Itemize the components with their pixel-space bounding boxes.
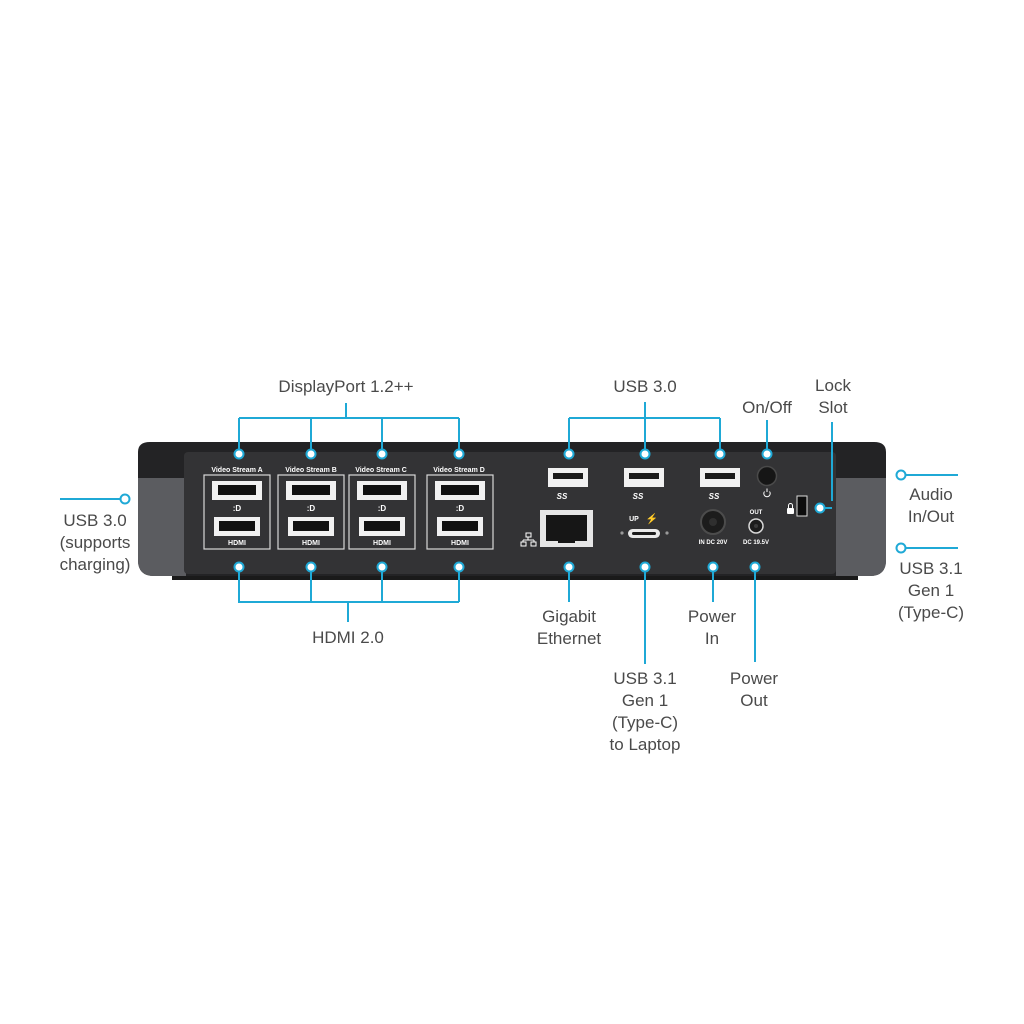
usb-c-laptop-port-group: UP ⚡: [620, 512, 669, 538]
usb-a-port-inner: [629, 473, 659, 479]
usb-a-port-inner: [705, 473, 735, 479]
power-button[interactable]: [756, 465, 778, 487]
usb-a-port-inner: [553, 473, 583, 479]
displayport-icon: :D: [456, 504, 465, 513]
hdmi-port-inner: [293, 521, 329, 531]
video-stream-a: Video Stream A :D HDMI: [203, 467, 271, 550]
hdmi-tag: HDMI: [228, 540, 246, 547]
thunderbolt-icon: ⚡: [646, 512, 658, 525]
lock-icon: [787, 503, 794, 514]
hdmi-port-inner: [442, 521, 478, 531]
power-in-port-group: IN DC 20V: [699, 509, 728, 546]
usb-ss-icon: SS: [709, 492, 720, 501]
displayport-port-inner: [218, 485, 256, 495]
hdmi-port-inner: [219, 521, 255, 531]
displayport-icon: :D: [307, 504, 316, 513]
displayport-label: DisplayPort 1.2++: [278, 377, 414, 396]
onoff-label: On/Off: [742, 398, 792, 417]
stream-label-c: Video Stream C: [355, 467, 407, 474]
ethernet-port-group: [520, 510, 593, 547]
lockslot-label: Lock Slot: [815, 376, 851, 417]
stream-frame: [426, 474, 494, 550]
displayport-icon: :D: [233, 504, 242, 513]
stream-label-a: Video Stream A: [211, 467, 262, 474]
hdmi-tag: HDMI: [451, 540, 469, 547]
power-out-label: Power Out: [729, 669, 779, 710]
usb-ss-icon: SS: [633, 492, 644, 501]
in-dc-label: IN DC 20V: [699, 540, 728, 546]
network-icon: [520, 532, 537, 547]
power-in-label: Power In: [687, 607, 737, 648]
stream-frame: [348, 474, 416, 550]
dock-back-panel: [184, 452, 836, 574]
hdmi-tag: HDMI: [302, 540, 320, 547]
usb30-ports: SS SS SS: [548, 468, 740, 501]
usb31-laptop-label: USB 3.1 Gen 1 (Type-C) to Laptop: [609, 669, 681, 754]
power-in-pin: [709, 518, 717, 526]
ethernet-port-inner: [546, 515, 587, 541]
usb-ss-icon: SS: [557, 492, 568, 501]
stream-frame: [277, 474, 345, 550]
video-stream-d: Video Stream D :D HDMI: [426, 467, 494, 550]
displayport-icon: :D: [378, 504, 387, 513]
callout-lines: [60, 402, 958, 664]
dock-side-right: [836, 478, 886, 576]
ethernet-port-tab: [558, 537, 575, 543]
lock-slot-group: [787, 495, 808, 517]
hdmi-tag: HDMI: [373, 540, 391, 547]
stream-label-b: Video Stream B: [285, 467, 337, 474]
displayport-port-inner: [292, 485, 330, 495]
displayport-port-inner: [363, 485, 401, 495]
displayport-port-inner: [441, 485, 479, 495]
power-out-pin: [754, 524, 758, 528]
power-button-group: [756, 465, 778, 498]
gigabit-label: Gigabit Ethernet: [536, 607, 602, 648]
usb30-left-label: USB 3.0 (supports charging): [59, 511, 131, 574]
callout-dots: [119, 448, 907, 573]
video-stream-c: Video Stream C :D HDMI: [348, 467, 416, 550]
audio-label: Audio In/Out: [907, 485, 955, 526]
power-icon: [763, 488, 771, 498]
out-tag: OUT: [750, 510, 763, 516]
up-tag: UP: [629, 516, 639, 523]
dock-body: [138, 442, 886, 580]
usb30-top-label: USB 3.0: [613, 377, 677, 396]
lock-slot[interactable]: [796, 495, 808, 517]
hdmi-port-inner: [364, 521, 400, 531]
dc-out-label: DC 19.5V: [743, 540, 769, 546]
video-stream-b: Video Stream B :D HDMI: [277, 467, 345, 550]
stream-label-d: Video Stream D: [433, 467, 485, 474]
dock-side-left: [138, 478, 186, 576]
led-dot: [665, 531, 669, 535]
usb31-right-label: USB 3.1 Gen 1 (Type-C): [897, 559, 965, 622]
usb-c-port-inner: [632, 532, 656, 535]
stream-frame: [203, 474, 271, 550]
hdmi20-label: HDMI 2.0: [312, 628, 384, 647]
led-dot: [620, 531, 624, 535]
power-out-port-group: OUT DC 19.5V: [743, 510, 769, 546]
